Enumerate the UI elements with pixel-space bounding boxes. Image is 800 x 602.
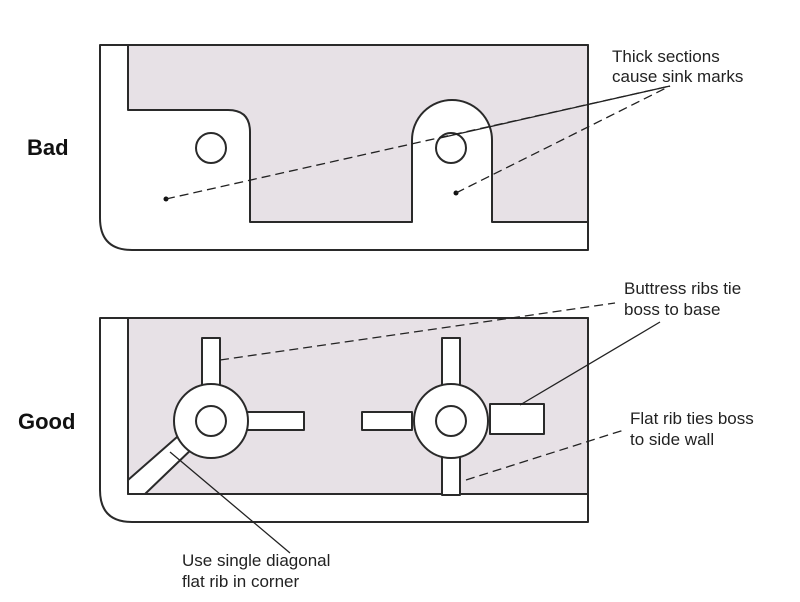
note-flat-rib-line2: to side wall [630,430,714,449]
note-flat-rib-line1: Flat rib ties boss [630,409,754,428]
right-flat-rib-bottom [441,454,461,496]
note-sink-marks-line1: Thick sections [612,47,720,66]
buttress-leader-dashed [219,302,616,361]
bad-design-panel [99,44,671,251]
good-design-panel [99,302,661,554]
left-buttress-rib-right [239,411,305,431]
note-diagonal-line1: Use single diagonal [182,551,330,570]
bad-label: Bad [27,135,69,160]
diagonal-leader [169,451,291,554]
note-diagonal-line2: flat rib in corner [182,572,299,591]
buttress-leader-solid [519,321,661,406]
sink-leader-right [455,85,671,194]
bad-boss-hole-right [435,132,467,164]
right-buttress-rib-right [489,403,545,435]
left-boss-hole [195,405,227,437]
note-buttress-line2: boss to base [624,300,720,319]
right-buttress-rib-top [441,337,461,389]
right-buttress-rib-left [361,411,413,431]
note-buttress-line1: Buttress ribs tie [624,279,741,298]
diagonal-corner-rib [127,429,198,495]
note-sink-marks-line2: cause sink marks [612,67,743,86]
sink-leader-left [165,85,671,200]
sink-leader-top [439,85,671,139]
bad-boss-hole-left [195,132,227,164]
good-label: Good [18,409,75,434]
right-boss-hole [435,405,467,437]
